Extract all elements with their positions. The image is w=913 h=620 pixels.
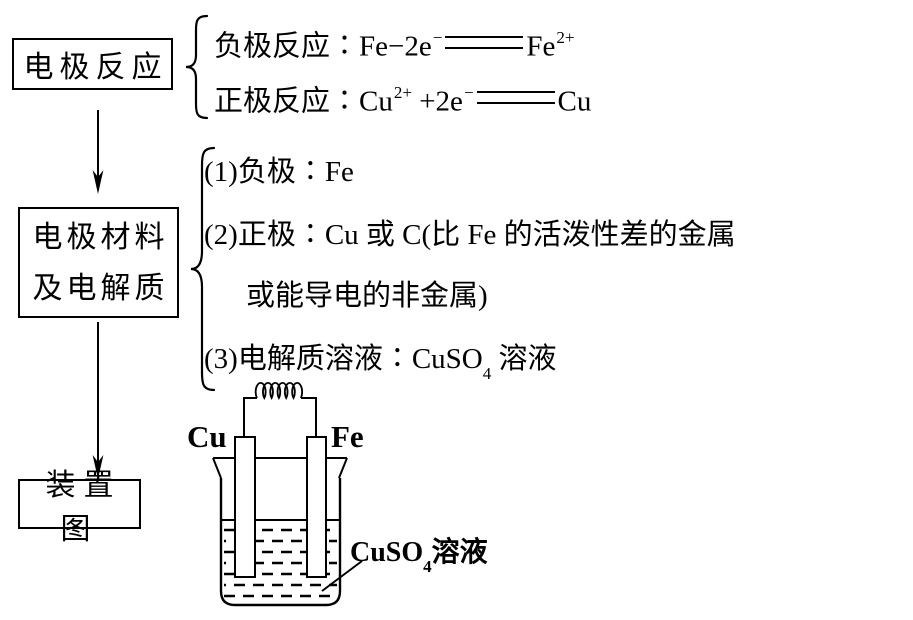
solution-label-formula: CuSO: [350, 537, 424, 568]
negative-electrode-reaction: 负极反应∶Fe−2e− Fe2+: [214, 21, 574, 66]
iron-electrode: [306, 436, 327, 578]
copper-electrode: [234, 436, 256, 578]
ion-charge-sup: 2+: [393, 83, 412, 102]
double-bond-icon: [476, 90, 555, 104]
materials-item-2: (2)正极∶Cu 或 C(比 Fe 的活泼性差的金属: [204, 216, 736, 254]
positive-reaction-lhs1: Cu: [359, 85, 393, 118]
brace-icon: [185, 14, 209, 120]
negative-reaction-rhs: Fe: [526, 30, 556, 63]
materials-item-3-suffix: 溶液: [491, 343, 557, 375]
double-bond-icon: [445, 35, 524, 49]
solution-leader-line: [321, 560, 363, 592]
ion-charge-sup: 2+: [556, 28, 575, 47]
materials-item-1: (1)负极∶Fe: [204, 153, 354, 191]
materials-item-3: (3)电解质溶液∶CuSO4 溶液: [204, 340, 557, 389]
electron-charge-sup: −: [463, 83, 474, 102]
formula-subscript: 4: [482, 363, 492, 383]
node-materials-label-line1: 电极材料: [32, 220, 169, 254]
positive-reaction-rhs: Cu: [557, 85, 592, 118]
coil-icon: [243, 382, 317, 437]
negative-reaction-label: 负极反应∶: [214, 30, 360, 63]
copper-electrode-label: Cu: [187, 419, 227, 454]
materials-item-2-text: (2)正极∶Cu 或 C(比 Fe 的活泼性差的金属: [204, 219, 736, 251]
positive-reaction-lhs2: +2e: [411, 85, 463, 118]
negative-reaction-lhs: Fe−2e: [359, 30, 432, 63]
solution-label: CuSO4溶液: [350, 530, 488, 576]
node-device-diagram: 装置图: [18, 469, 141, 546]
solution-label-suffix: 溶液: [431, 537, 488, 568]
galvanic-cell-apparatus: [212, 382, 363, 607]
positive-reaction-label: 正极反应∶: [214, 85, 360, 118]
iron-electrode-label: Fe: [331, 419, 364, 454]
node-electrode-reactions: 电极反应: [12, 38, 173, 90]
node-device-label: 装置图: [45, 469, 122, 546]
arrow-down-icon: [92, 110, 104, 194]
solution-label-subscript: 4: [423, 556, 432, 576]
arrow-down-icon: [92, 322, 104, 479]
materials-item-2-continued-text: 或能导电的非金属): [246, 280, 488, 312]
positive-electrode-reaction: 正极反应∶Cu2+ +2e−Cu: [214, 76, 591, 121]
electron-charge-sup: −: [432, 28, 443, 47]
brace-icon: [190, 146, 216, 392]
node-electrode-materials: 电极材料 及电解质: [18, 207, 179, 318]
materials-item-3-text: (3)电解质溶液∶CuSO: [204, 343, 483, 375]
materials-item-2-continued: 或能导电的非金属): [246, 277, 488, 315]
node-electrode-reactions-label: 电极反应: [23, 51, 168, 84]
node-materials-label-line2: 及电解质: [32, 271, 169, 305]
materials-item-1-text: (1)负极∶Fe: [204, 156, 354, 188]
